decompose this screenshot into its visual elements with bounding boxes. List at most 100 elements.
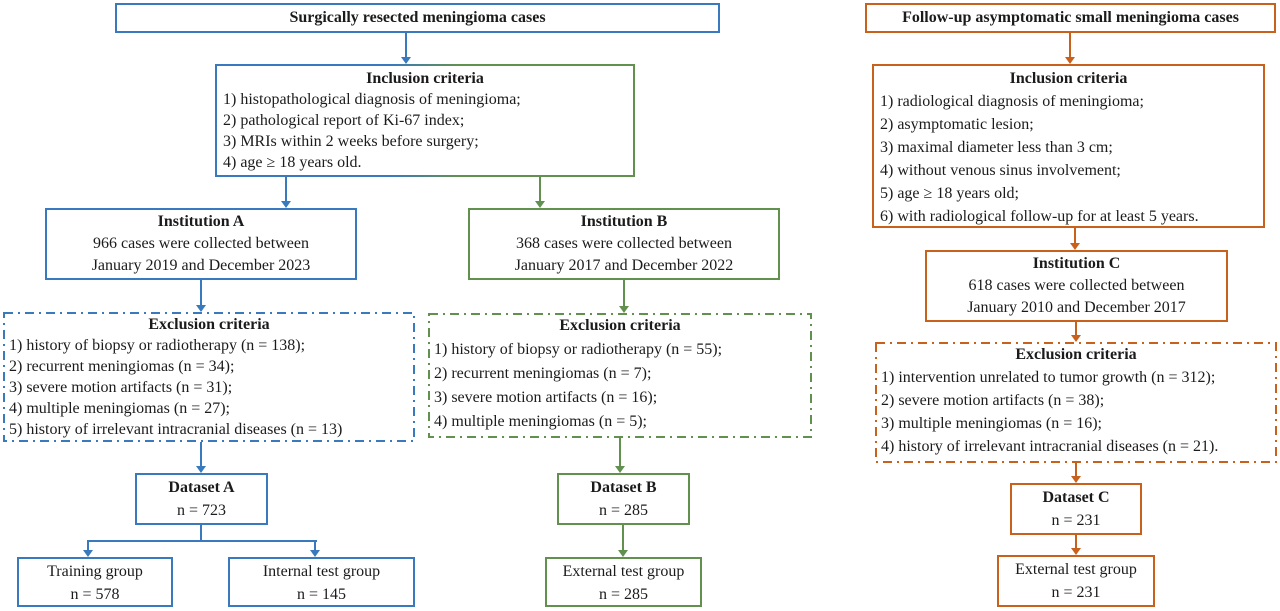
inclusion-criteria-box-c: Inclusion criteria 1) radiological diagn… bbox=[872, 64, 1265, 228]
criteria-item: 2) severe motion artifacts (n = 38); bbox=[881, 392, 1105, 409]
internal-test-group-box: Internal test group n = 145 bbox=[228, 557, 415, 607]
box-title: Follow-up asymptomatic small meningioma … bbox=[902, 9, 1239, 26]
box-title: Institution C bbox=[1032, 255, 1121, 272]
arrowhead bbox=[310, 550, 320, 557]
box-title: Exclusion criteria bbox=[1015, 346, 1137, 363]
exclusion-criteria-box-b: Exclusion criteria 1) history of biopsy … bbox=[428, 313, 812, 438]
box-title: Institution A bbox=[157, 213, 245, 230]
box-line: 618 cases were collected between bbox=[968, 277, 1185, 294]
arrowhead bbox=[1071, 548, 1081, 555]
dataset-c-box: Dataset C n = 231 bbox=[1010, 483, 1142, 535]
criteria-item: 4) multiple meningiomas (n = 5); bbox=[434, 413, 647, 430]
box-title: Institution B bbox=[580, 213, 668, 230]
split-stem-dataset-a bbox=[200, 525, 202, 542]
inclusion-criteria-box-ab: Inclusion criteria 1) histopathological … bbox=[215, 64, 635, 177]
criteria-item: 4) age ≥ 18 years old. bbox=[223, 154, 362, 171]
dataset-a-box: Dataset A n = 723 bbox=[135, 473, 268, 525]
box-line: January 2017 and December 2022 bbox=[514, 257, 734, 274]
criteria-item: 3) MRIs within 2 weeks before surgery; bbox=[223, 133, 479, 150]
box-line: n = 231 bbox=[1051, 584, 1101, 601]
arrowhead bbox=[1071, 476, 1081, 483]
arrow-exclusion-b-to-dataset-b bbox=[619, 438, 621, 467]
criteria-item: 2) pathological report of Ki-67 index; bbox=[223, 112, 465, 129]
training-group-box: Training group n = 578 bbox=[17, 557, 173, 607]
box-title: Inclusion criteria bbox=[1009, 70, 1128, 87]
arrow-inclusion-to-institution-a bbox=[285, 177, 287, 202]
criteria-item: 1) radiological diagnosis of meningioma; bbox=[880, 93, 1144, 110]
criteria-item: 2) recurrent meningiomas (n = 34); bbox=[9, 358, 235, 375]
arrowhead bbox=[1065, 57, 1075, 64]
box-line: 966 cases were collected between bbox=[93, 235, 309, 252]
arrowhead bbox=[1071, 335, 1081, 342]
box-title: Surgically resected meningioma cases bbox=[289, 9, 546, 26]
criteria-item: 5) age ≥ 18 years old; bbox=[880, 185, 1019, 202]
arrow-exclusion-a-to-dataset-a bbox=[200, 442, 202, 467]
source-box-followup: Follow-up asymptomatic small meningioma … bbox=[865, 3, 1276, 33]
arrow-dataset-c-to-external-test-c bbox=[1075, 535, 1077, 549]
box-title: Internal test group bbox=[262, 563, 381, 580]
box-line: n = 723 bbox=[176, 502, 227, 519]
arrowhead bbox=[401, 57, 411, 64]
arrow-inclusion-c-to-institution-c bbox=[1074, 228, 1076, 244]
dash-dot-border bbox=[3, 312, 415, 442]
arrowhead bbox=[196, 305, 206, 312]
arrowhead bbox=[83, 550, 93, 557]
institution-c-box: Institution C 618 cases were collected b… bbox=[925, 250, 1228, 322]
arrow-institution-b-to-exclusion-b bbox=[623, 280, 625, 307]
arrow-dataset-b-to-external-test-b bbox=[622, 525, 624, 551]
criteria-item: 2) recurrent meningiomas (n = 7); bbox=[434, 365, 652, 382]
criteria-item: 4) history of irrelevant intracranial di… bbox=[881, 438, 1219, 455]
arrowhead bbox=[619, 306, 629, 313]
box-line: n = 145 bbox=[296, 586, 347, 603]
arrow-institution-a-to-exclusion-a bbox=[200, 280, 202, 306]
criteria-item: 3) severe motion artifacts (n = 16); bbox=[434, 389, 658, 406]
exclusion-criteria-box-a: Exclusion criteria 1) history of biopsy … bbox=[3, 312, 415, 442]
criteria-item: 5) history of irrelevant intracranial di… bbox=[9, 421, 343, 438]
arrowhead bbox=[1070, 243, 1080, 250]
box-line: n = 285 bbox=[598, 502, 649, 519]
arrowhead bbox=[281, 201, 291, 208]
dataset-b-box: Dataset B n = 285 bbox=[557, 473, 690, 525]
criteria-item: 4) without venous sinus involvement; bbox=[880, 162, 1121, 179]
criteria-item: 3) multiple meningiomas (n = 16); bbox=[881, 415, 1102, 432]
box-line: 368 cases were collected between bbox=[516, 235, 732, 252]
criteria-item: 1) history of biopsy or radiotherapy (n … bbox=[9, 337, 306, 354]
dash-dot-border bbox=[875, 342, 1277, 463]
box-line: n = 578 bbox=[70, 586, 120, 603]
institution-a-box: Institution A 966 cases were collected b… bbox=[45, 208, 357, 280]
criteria-item: 1) intervention unrelated to tumor growt… bbox=[881, 369, 1216, 386]
box-title: Inclusion criteria bbox=[366, 70, 484, 87]
criteria-item: 6) with radiological follow-up for at le… bbox=[880, 208, 1199, 225]
criteria-item: 1) histopathological diagnosis of mening… bbox=[223, 91, 521, 108]
external-test-group-box-b: External test group n = 285 bbox=[545, 557, 702, 607]
box-title: External test group bbox=[562, 563, 685, 580]
arrow-source-to-inclusion-ab bbox=[405, 33, 407, 59]
split-bar-dataset-a bbox=[87, 540, 317, 542]
box-title: Training group bbox=[47, 563, 143, 580]
arrow-institution-c-to-exclusion-c bbox=[1075, 322, 1077, 336]
institution-b-box: Institution B 368 cases were collected b… bbox=[468, 208, 780, 280]
arrowhead bbox=[615, 466, 625, 473]
criteria-item: 3) severe motion artifacts (n = 31); bbox=[9, 379, 233, 396]
arrow-dataset-a-to-internal-test bbox=[314, 540, 316, 551]
criteria-item: 2) asymptomatic lesion; bbox=[880, 116, 1034, 133]
arrow-inclusion-to-institution-b bbox=[539, 177, 541, 202]
box-title: Dataset B bbox=[590, 479, 657, 496]
exclusion-criteria-box-c: Exclusion criteria 1) intervention unrel… bbox=[875, 342, 1277, 463]
box-line: January 2010 and December 2017 bbox=[967, 299, 1186, 316]
arrow-exclusion-c-to-dataset-c bbox=[1075, 463, 1077, 477]
criteria-item: 3) maximal diameter less than 3 cm; bbox=[880, 139, 1113, 156]
arrowhead bbox=[196, 466, 206, 473]
arrowhead bbox=[535, 201, 545, 208]
box-line: n = 285 bbox=[598, 586, 649, 603]
arrow-dataset-a-to-training bbox=[87, 540, 89, 551]
criteria-item: 4) multiple meningiomas (n = 27); bbox=[9, 400, 230, 417]
box-line: January 2019 and December 2023 bbox=[91, 257, 311, 274]
dash-dot-border bbox=[428, 313, 812, 438]
box-title: Exclusion criteria bbox=[559, 317, 681, 334]
source-box-surgical: Surgically resected meningioma cases bbox=[115, 3, 720, 33]
box-title: Exclusion criteria bbox=[148, 316, 270, 333]
box-title: Dataset A bbox=[168, 479, 235, 496]
criteria-item: 1) history of biopsy or radiotherapy (n … bbox=[434, 341, 723, 358]
